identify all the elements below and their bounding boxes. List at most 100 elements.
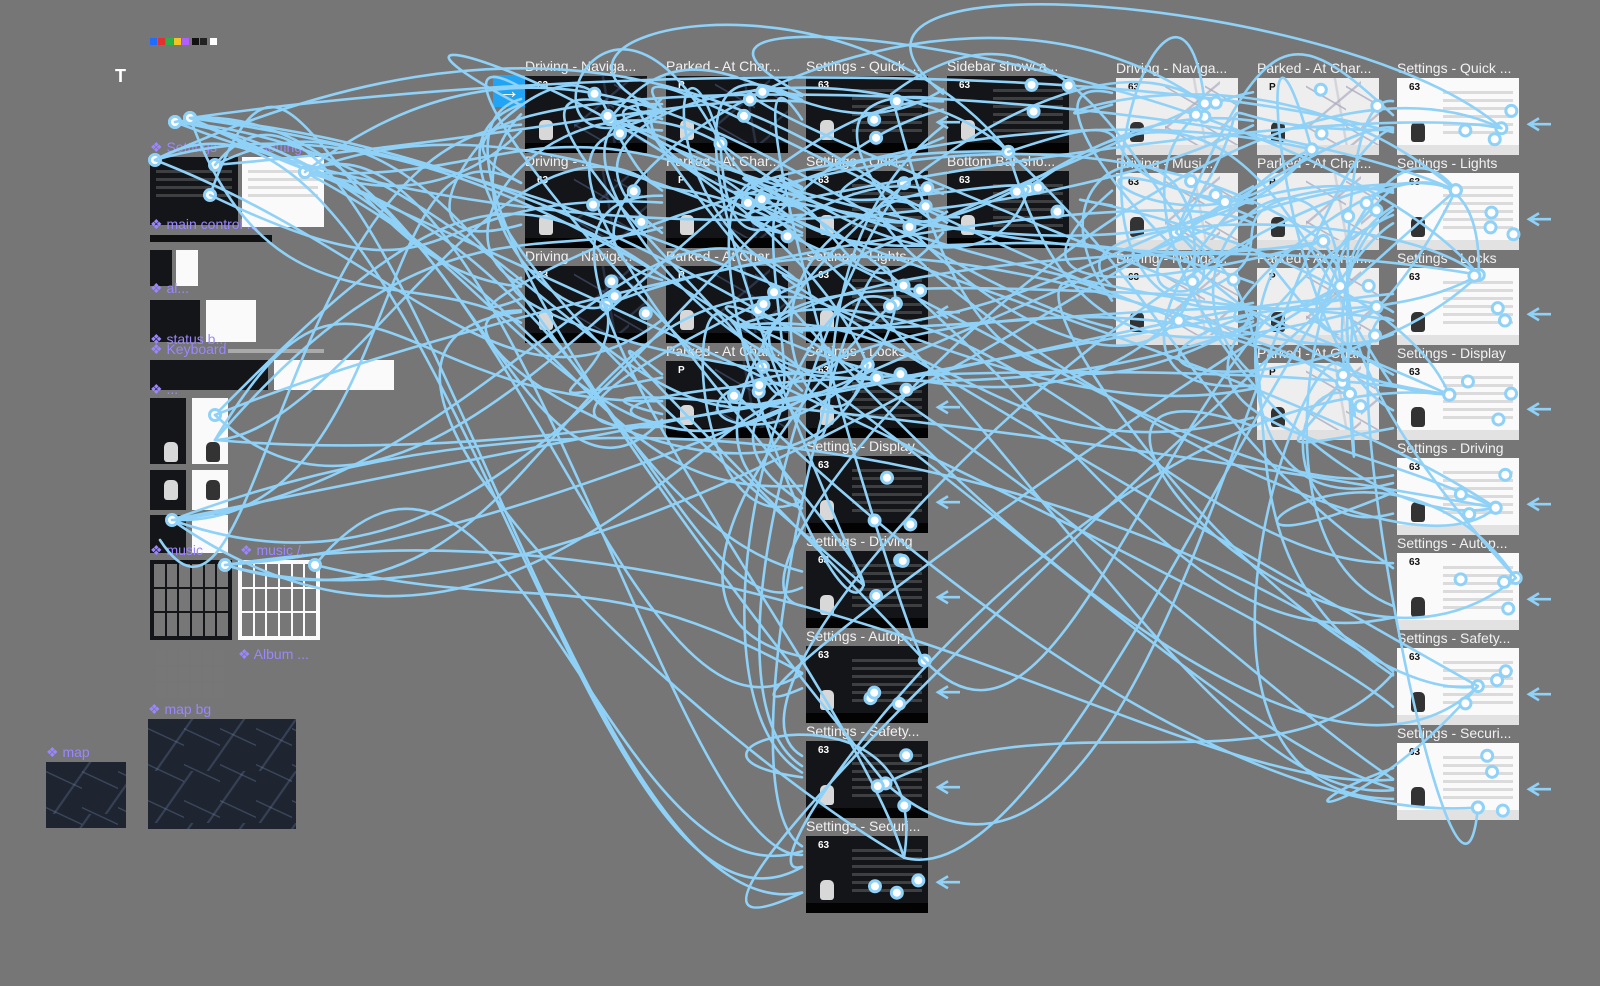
bottom-bar: [1257, 430, 1379, 440]
color-swatch-green: [166, 38, 173, 45]
screen-frame[interactable]: 63: [1397, 363, 1519, 440]
model3-card-dark[interactable]: [150, 300, 200, 342]
bottom-bar: [1397, 810, 1519, 820]
bottom-bar: [806, 523, 928, 533]
bottom-bar: [666, 333, 788, 343]
speed-readout: 63: [1409, 82, 1421, 93]
main-control-bar[interactable]: [150, 235, 272, 242]
color-swatch-dark: [200, 38, 207, 45]
car-widget-dark[interactable]: [150, 470, 186, 510]
car-icon: [1411, 407, 1425, 427]
speed-readout: 63: [818, 555, 830, 566]
settings-panel[interactable]: [852, 559, 922, 614]
car-icon: [820, 880, 834, 900]
bottom-bar: [1116, 240, 1238, 250]
color-swatch-white: [210, 38, 217, 45]
speed-readout: 63: [818, 365, 830, 376]
keyboard-dark[interactable]: [150, 360, 268, 390]
bottom-bar: [806, 808, 928, 818]
component-label-map[interactable]: ❖ map: [46, 744, 90, 760]
album-art-grid[interactable]: [152, 646, 228, 702]
bottom-bar: [1397, 525, 1519, 535]
map-bg-component[interactable]: [148, 719, 296, 829]
speed-readout: P: [1269, 272, 1276, 283]
bottom-bar: [1397, 620, 1519, 630]
car-icon: [680, 310, 694, 330]
speed-readout: 63: [1409, 272, 1421, 283]
car-icon: [1411, 122, 1425, 142]
map-component[interactable]: [46, 762, 126, 828]
component-label-album[interactable]: ❖ Album ...: [238, 646, 309, 662]
bottom-bar: [1397, 145, 1519, 155]
alert-component-light[interactable]: [176, 250, 198, 286]
speed-readout: 63: [818, 745, 830, 756]
speed-readout: 63: [818, 460, 830, 471]
color-swatch-purple: [182, 38, 189, 45]
component-label-map-bg[interactable]: ❖ map bg: [148, 701, 212, 717]
bottom-bar: [806, 428, 928, 438]
car-icon: [1411, 502, 1425, 522]
component-label-status-bar[interactable]: ❖ status b...: [150, 331, 228, 347]
component-label-alert[interactable]: ❖ al...: [150, 280, 190, 296]
speed-readout: P: [1269, 177, 1276, 188]
settings-panel[interactable]: [1443, 181, 1513, 236]
settings-panel[interactable]: [852, 654, 922, 709]
color-swatch-yellow: [174, 38, 181, 45]
tesla-logo-icon: T: [115, 66, 126, 86]
component-label-misc[interactable]: ❖ ...: [150, 381, 179, 397]
speed-readout: 63: [1409, 367, 1421, 378]
screen-frame[interactable]: 63: [806, 836, 928, 913]
bottom-bar: [1397, 335, 1519, 345]
settings-panel[interactable]: [1443, 371, 1513, 426]
bottom-bar: [1397, 430, 1519, 440]
speed-readout: 63: [959, 175, 971, 186]
bottom-bar: [1116, 335, 1238, 345]
car-icon: [820, 595, 834, 615]
status-component-dark[interactable]: [150, 398, 186, 464]
component-label-main-control[interactable]: ❖ main control ...: [150, 216, 259, 232]
settings-panel[interactable]: [1443, 561, 1513, 616]
speed-readout: P: [678, 175, 685, 186]
component-label-keyboard[interactable]: ❖ Keyboard: [150, 341, 227, 357]
music-component-light[interactable]: [238, 560, 320, 640]
speed-readout: 63: [1409, 557, 1421, 568]
bottom-bar: [525, 238, 647, 248]
settings-panel[interactable]: [852, 844, 922, 899]
bottom-bar: [525, 333, 647, 343]
color-swatch-blue: [150, 38, 157, 45]
bottom-bar: [1397, 240, 1519, 250]
bottom-bar: [806, 143, 928, 153]
settings-panel[interactable]: [1443, 751, 1513, 806]
settings-panel[interactable]: [1443, 276, 1513, 331]
speed-readout: 63: [959, 80, 971, 91]
speed-readout: P: [1269, 367, 1276, 378]
speed-readout: 63: [818, 650, 830, 661]
speed-readout: 63: [1409, 747, 1421, 758]
speed-readout: 63: [818, 840, 830, 851]
car-icon: [1411, 597, 1425, 617]
color-swatch-red: [158, 38, 165, 45]
speed-readout: 63: [818, 175, 830, 186]
model3-card-light[interactable]: [206, 300, 256, 342]
bottom-bar: [1397, 715, 1519, 725]
speed-readout: P: [1269, 82, 1276, 93]
speed-readout: 63: [1409, 462, 1421, 473]
car-icon: [539, 215, 553, 235]
speed-readout: P: [678, 365, 685, 376]
alert-component-dark[interactable]: [150, 250, 172, 286]
component-label-music-light[interactable]: ❖ music /...: [240, 542, 313, 558]
speed-readout: 63: [1128, 177, 1140, 188]
music-component-dark[interactable]: [150, 560, 232, 640]
car-icon: [1411, 787, 1425, 807]
screen-frame[interactable]: 63: [1397, 268, 1519, 345]
speed-readout: 63: [818, 270, 830, 281]
bottom-bar: [1116, 145, 1238, 155]
bottom-bar: [666, 238, 788, 248]
status-bar-strip[interactable]: [228, 349, 324, 353]
bottom-bar: [806, 618, 928, 628]
color-swatch-black: [192, 38, 199, 45]
speed-readout: 63: [818, 80, 830, 91]
speed-readout: P: [678, 80, 685, 91]
